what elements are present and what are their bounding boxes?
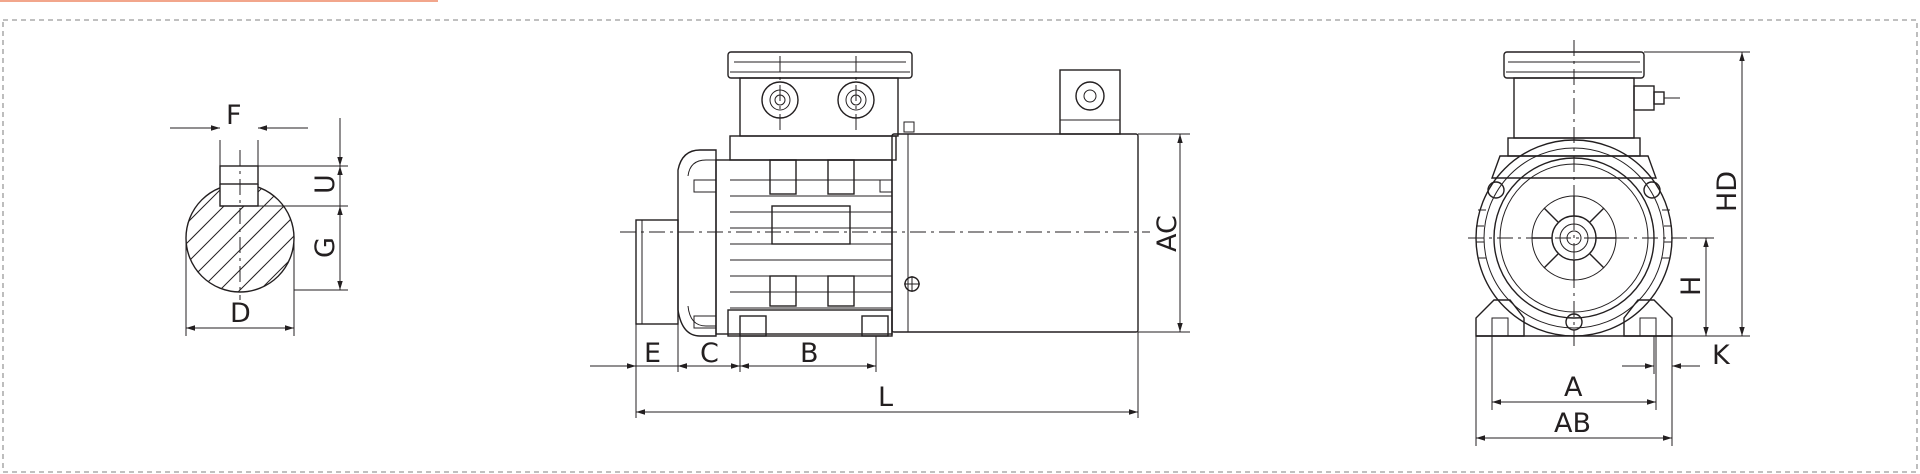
label-u: U	[310, 174, 341, 194]
label-h: H	[1676, 276, 1707, 296]
label-g: G	[310, 237, 341, 258]
label-ab: AB	[1554, 408, 1591, 439]
accent-bar	[0, 0, 438, 2]
label-l: L	[878, 382, 893, 413]
terminal-box-cover	[727, 51, 913, 79]
label-ac: AC	[1152, 215, 1183, 252]
label-hd: HD	[1712, 171, 1743, 212]
shaft-section-view: F U G D	[170, 100, 348, 336]
label-f: F	[226, 100, 242, 131]
motor-side-view: AC E C B L	[590, 51, 1190, 418]
label-d: D	[230, 298, 251, 329]
label-c: C	[700, 338, 719, 369]
label-a: A	[1564, 372, 1583, 403]
label-k: K	[1712, 340, 1731, 371]
label-b: B	[800, 338, 819, 369]
brake-housing	[891, 133, 1139, 333]
label-e: E	[644, 338, 661, 369]
dashed-frame	[2, 19, 1918, 473]
name-plate	[771, 205, 851, 245]
motor-front-view: HD H K A AB	[1468, 40, 1750, 446]
